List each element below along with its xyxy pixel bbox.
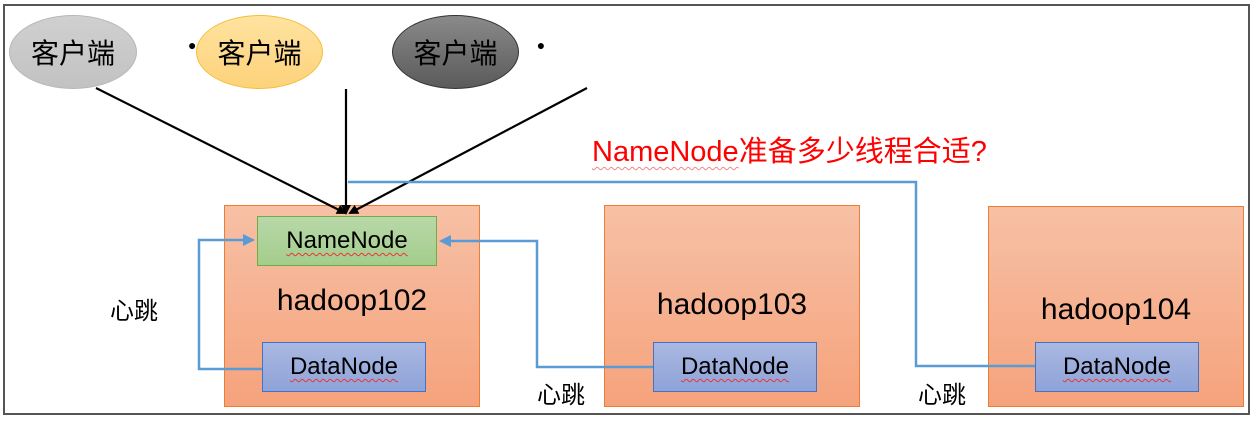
heartbeat-label-hadoop103: 心跳 bbox=[537, 382, 585, 409]
heartbeat-label-hadoop104: 心跳 bbox=[918, 382, 966, 409]
client-label-1: 客户端 bbox=[30, 38, 115, 69]
client1-to-namenode-arrow bbox=[95, 87, 347, 214]
client-label-2: 客户端 bbox=[217, 38, 302, 69]
client-ellipse-1: 客户端 bbox=[9, 15, 137, 89]
datanode-box-hadoop102: DataNode bbox=[262, 342, 426, 392]
hostname-hadoop102: hadoop102 bbox=[276, 284, 428, 317]
namenode-label: NameNode bbox=[286, 227, 408, 254]
client-ellipse-3: 客户端 bbox=[392, 15, 519, 89]
namenode-box: NameNode bbox=[257, 216, 437, 266]
client-label-3: 客户端 bbox=[413, 38, 498, 69]
heartbeat-label-hadoop102: 心跳 bbox=[110, 298, 158, 325]
client3-to-namenode-arrow bbox=[348, 87, 588, 214]
question-prefix: NameNode bbox=[592, 136, 739, 168]
datanode-label-hadoop104: DataNode bbox=[1062, 353, 1172, 380]
question-text: NameNode准备多少线程合适? bbox=[592, 128, 987, 170]
heartbeat-line-hadoop102 bbox=[197, 234, 262, 371]
heartbeat-line-hadoop103 bbox=[439, 235, 653, 369]
question-suffix: 准备多少线程合适? bbox=[738, 136, 987, 168]
hostname-hadoop104: hadoop104 bbox=[1040, 293, 1192, 326]
client-ellipse-2: 客户端 bbox=[196, 15, 323, 89]
hostname-hadoop103: hadoop103 bbox=[656, 288, 808, 321]
datanode-label-hadoop103: DataNode bbox=[680, 353, 790, 380]
datanode-box-hadoop104: DataNode bbox=[1035, 342, 1199, 392]
datanode-box-hadoop103: DataNode bbox=[653, 342, 817, 392]
datanode-label-hadoop102: DataNode bbox=[289, 353, 399, 380]
heartbeat-line-hadoop104 bbox=[348, 180, 1035, 368]
